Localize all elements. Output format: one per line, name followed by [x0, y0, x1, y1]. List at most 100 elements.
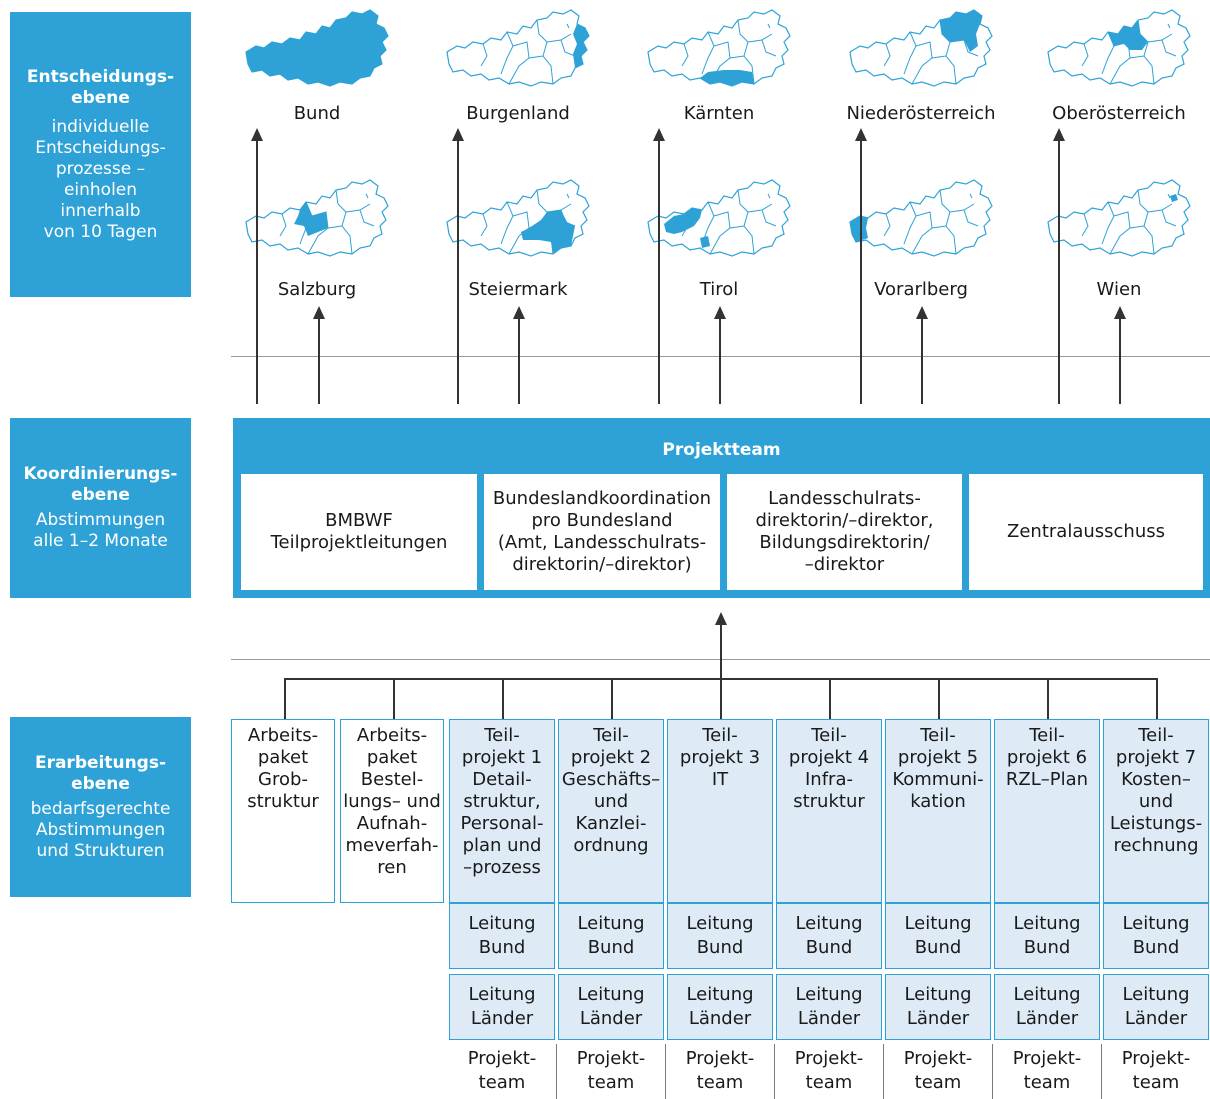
- lead-laender-4: Leitung Länder: [776, 974, 882, 1040]
- map-oberösterreich: [1047, 9, 1191, 87]
- lead-laender-7: Leitung Länder: [1103, 974, 1209, 1040]
- project-team-separator: [556, 1044, 557, 1099]
- arrow-vorarlberg-line: [921, 318, 923, 404]
- lead-bund-2: Leitung Bund: [558, 903, 664, 969]
- pt-cell-bundeslandkoordination-text: Bundeslandkoordination pro Bundesland (A…: [492, 488, 712, 575]
- connector-drop: [284, 678, 286, 719]
- arrow-salzburg-line: [318, 318, 320, 404]
- project-team-separator: [774, 1044, 775, 1099]
- arrow-steiermark-head: [513, 306, 525, 319]
- arrow-kärnten-line: [658, 140, 660, 404]
- lead-bund-6: Leitung Bund: [994, 903, 1100, 969]
- pt-cell-bmbwf-text: BMBWF Teilprojektleitungen: [270, 510, 448, 553]
- map-vorarlberg: [849, 179, 993, 257]
- level-decision: Entscheidungs- ebene individuelle Entsch…: [10, 12, 191, 297]
- project-team-label-5: Projekt- team: [903, 1048, 973, 1093]
- state-label-wien: Wien: [1096, 279, 1142, 300]
- level-coordination-title: Koordinierungs- ebene: [23, 464, 178, 505]
- subproject-7: Teil- projekt 7 Kosten– und Leistungs- r…: [1103, 719, 1209, 903]
- project-team-separator: [1101, 1044, 1102, 1099]
- pt-cell-zentralausschuss-text: Zentralausschuss: [1007, 521, 1165, 542]
- connector-drop: [393, 678, 395, 719]
- subproject-3-text: Teil- projekt 3 IT: [679, 725, 761, 790]
- arrow-burgenland-head: [452, 128, 464, 141]
- pt-cell-bmbwf: BMBWF Teilprojektleitungen: [241, 474, 477, 590]
- state-label-vorarlberg: Vorarlberg: [874, 279, 968, 300]
- connector-drop: [829, 678, 831, 719]
- arrow-vorarlberg-head: [916, 306, 928, 319]
- arrow-oberösterreich-line: [1058, 140, 1060, 404]
- subproject-5: Teil- projekt 5 Kommuni- kation: [885, 719, 991, 903]
- arrow-bund-line: [256, 140, 258, 404]
- lead-laender-1: Leitung Länder: [449, 974, 555, 1040]
- project-team-separator: [883, 1044, 884, 1099]
- project-team-label-1: Projekt- team: [467, 1048, 537, 1093]
- level-coordination-desc: Abstimmungen alle 1–2 Monate: [33, 510, 168, 551]
- state-label-kärnten: Kärnten: [683, 103, 755, 124]
- level-decision-desc: individuelle Entscheidungs- prozesse – e…: [35, 116, 166, 242]
- connector-up-head: [715, 612, 727, 625]
- state-label-tirol: Tirol: [699, 279, 739, 300]
- lead-bund-3: Leitung Bund: [667, 903, 773, 969]
- arrow-salzburg-head: [313, 306, 325, 319]
- level-coordination: Koordinierungs- ebene Abstimmungen alle …: [10, 418, 191, 598]
- level-work-title: Erarbeitungs- ebene: [34, 752, 167, 794]
- map-tirol: [647, 179, 791, 257]
- arrow-bund-head: [251, 128, 263, 141]
- connector-drop: [611, 678, 613, 719]
- arrow-niederösterreich-head: [855, 128, 867, 141]
- lead-laender-6: Leitung Länder: [994, 974, 1100, 1040]
- work-package-grobstruktur: Arbeits- paket Grob- struktur: [231, 719, 335, 903]
- map-wien: [1047, 179, 1191, 257]
- project-team-label-4: Projekt- team: [794, 1048, 864, 1093]
- map-burgenland: [446, 9, 590, 87]
- map-bund: [245, 9, 389, 87]
- project-team-label-6: Projekt- team: [1012, 1048, 1082, 1093]
- lead-laender-2: Leitung Länder: [558, 974, 664, 1040]
- lead-bund-5: Leitung Bund: [885, 903, 991, 969]
- state-label-steiermark: Steiermark: [468, 279, 568, 300]
- work-package-bestellung-text: Arbeits- paket Bestel- lungs– und Aufnah…: [343, 725, 441, 878]
- subproject-5-text: Teil- projekt 5 Kommuni- kation: [892, 725, 984, 812]
- arrow-wien-line: [1119, 318, 1121, 404]
- subproject-6: Teil- projekt 6 RZL–Plan: [994, 719, 1100, 903]
- project-team-label-3: Projekt- team: [685, 1048, 755, 1093]
- subproject-1-text: Teil- projekt 1 Detail- struktur, Person…: [460, 725, 544, 878]
- lead-bund-1: Leitung Bund: [449, 903, 555, 969]
- project-team-separator: [665, 1044, 666, 1099]
- lead-bund-4: Leitung Bund: [776, 903, 882, 969]
- pt-cell-landesschulrat: Landesschulrats- direktorin/–direktor, B…: [727, 474, 962, 590]
- project-team-label-2: Projekt- team: [576, 1048, 646, 1093]
- arrow-niederösterreich-line: [860, 140, 862, 404]
- state-label-burgenland: Burgenland: [466, 103, 570, 124]
- map-salzburg: [245, 179, 389, 257]
- connector-drop: [720, 678, 722, 719]
- subproject-2: Teil- projekt 2 Geschäfts– und Kanzlei- …: [558, 719, 664, 903]
- work-package-bestellung: Arbeits- paket Bestel- lungs– und Aufnah…: [340, 719, 444, 903]
- lead-laender-3: Leitung Länder: [667, 974, 773, 1040]
- connector-drop: [1156, 678, 1158, 719]
- state-label-bund: Bund: [293, 103, 341, 124]
- pt-cell-bundeslandkoordination: Bundeslandkoordination pro Bundesland (A…: [484, 474, 720, 590]
- map-steiermark: [446, 179, 590, 257]
- map-niederösterreich: [849, 9, 993, 87]
- level-work: Erarbeitungs- ebene bedarfsgerechte Abst…: [10, 717, 191, 897]
- pt-cell-landesschulrat-text: Landesschulrats- direktorin/–direktor, B…: [755, 488, 934, 575]
- state-label-oberösterreich: Oberösterreich: [1052, 103, 1186, 124]
- subproject-4-text: Teil- projekt 4 Infra- struktur: [788, 725, 870, 812]
- subproject-4: Teil- projekt 4 Infra- struktur: [776, 719, 882, 903]
- lead-laender-5: Leitung Länder: [885, 974, 991, 1040]
- state-label-salzburg: Salzburg: [277, 279, 357, 300]
- state-label-niederösterreich: Niederösterreich: [846, 103, 996, 124]
- work-package-grobstruktur-text: Arbeits- paket Grob- struktur: [247, 725, 319, 812]
- subproject-6-text: Teil- projekt 6 RZL–Plan: [1005, 725, 1089, 790]
- project-team-separator: [992, 1044, 993, 1099]
- project-team-label-7: Projekt- team: [1121, 1048, 1191, 1093]
- connector-drop: [938, 678, 940, 719]
- connector-up-line: [720, 624, 722, 678]
- arrow-kärnten-head: [653, 128, 665, 141]
- arrow-wien-head: [1114, 306, 1126, 319]
- connector-drop: [502, 678, 504, 719]
- arrow-steiermark-line: [518, 318, 520, 404]
- subproject-2-text: Teil- projekt 2 Geschäfts– und Kanzlei- …: [561, 725, 661, 856]
